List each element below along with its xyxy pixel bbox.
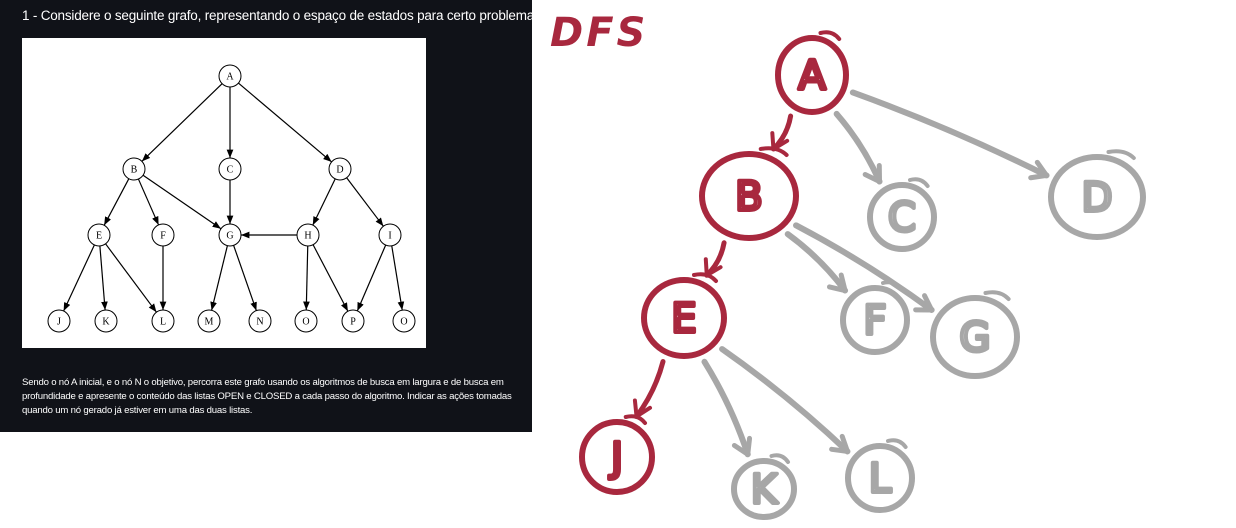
graph-edge-B-E — [103, 178, 130, 226]
graph-edge-B-F — [137, 178, 160, 226]
graph-node-D — [328, 157, 352, 181]
graph-edge-A-B — [141, 83, 223, 162]
dfs-edge-B-G — [793, 222, 935, 313]
graph-node-label-D: D — [336, 165, 343, 176]
dfs-edge-B-E — [703, 240, 727, 278]
graph-edge-E-J — [63, 244, 95, 312]
dfs-edge-E-J — [632, 359, 666, 419]
dfs-node-C: C — [867, 177, 937, 252]
graph-node-F — [151, 223, 175, 247]
graph-edge-H-P — [312, 244, 349, 312]
graph-node-label-M: M — [205, 317, 214, 328]
question-title: 1 - Considere o seguinte grafo, represen… — [22, 8, 538, 23]
dfs-sketch: DFS A B C D E F G J K L — [550, 10, 1146, 520]
dfs-edge-A-D — [849, 89, 1050, 181]
dfs-node-B: B — [699, 146, 799, 241]
dfs-edge-A-C — [833, 110, 883, 185]
graph-node-label-G: G — [226, 231, 233, 242]
dfs-node-label-K: K — [751, 467, 779, 513]
graph-node-M — [197, 309, 221, 333]
dfs-node-E: E — [641, 272, 727, 359]
dfs-node-label-G: G — [960, 315, 991, 361]
graph-edge-I-P — [356, 244, 387, 312]
graph-figure: A B C D E F G H I J K L M N O P O — [22, 38, 426, 348]
graph-edge-A-D — [238, 82, 332, 163]
graph-node-E — [87, 223, 111, 247]
graph-node-label-Q: O — [400, 317, 407, 328]
dfs-node-label-D: D — [1082, 175, 1113, 221]
graph-node-N — [248, 309, 272, 333]
dfs-node-D: D — [1048, 149, 1146, 240]
dfs-node-label-J: J — [608, 435, 623, 481]
graph-node-label-N: N — [256, 317, 263, 328]
dfs-edge-A-B — [770, 113, 794, 152]
graph-node-label-H: H — [304, 231, 311, 242]
graph-node-label-K: K — [102, 317, 110, 328]
graph-edge-D-H — [312, 178, 336, 226]
dfs-node-A: A — [775, 30, 849, 115]
dfs-node-label-C: C — [888, 195, 916, 241]
graph-node-A — [218, 64, 242, 88]
graph-node-label-P: P — [350, 317, 356, 328]
dfs-edge-E-K — [701, 358, 753, 458]
graph-node-K — [94, 309, 118, 333]
graph-node-H — [296, 223, 320, 247]
graph-node-label-O: O — [302, 317, 309, 328]
graph-node-L — [151, 309, 175, 333]
dfs-node-J: J — [579, 414, 655, 495]
graph-edge-B-G — [142, 174, 222, 230]
dfs-edge-E-L — [719, 346, 851, 455]
dfs-node-F: F — [840, 280, 910, 355]
dfs-node-label-L: L — [869, 456, 892, 502]
graph-node-G — [218, 223, 242, 247]
dfs-edge-B-F — [784, 231, 849, 294]
question-instructions: Sendo o nó A inicial, e o nó N o objetiv… — [22, 377, 512, 416]
graph-node-I — [378, 223, 402, 247]
dfs-node-label-E: E — [671, 296, 696, 342]
graph-node-B — [122, 157, 146, 181]
graph-edge-G-M — [210, 245, 228, 311]
graph-node-O — [294, 309, 318, 333]
question-panel: 1 - Considere o seguinte grafo, represen… — [0, 0, 538, 432]
graph-node-C — [218, 157, 242, 181]
graph-node-label-A: A — [226, 72, 234, 83]
graph-node-label-C: C — [227, 165, 234, 176]
graph-edge-I-Q — [391, 245, 405, 311]
graph-node-label-L: L — [160, 317, 166, 328]
dfs-node-K: K — [731, 453, 797, 520]
dfs-node-L: L — [845, 438, 915, 513]
graph-node-label-J: J — [57, 317, 61, 328]
dfs-node-label-A: A — [798, 53, 826, 99]
graph-edge-E-K — [99, 245, 108, 311]
graph-node-Q — [392, 309, 416, 333]
dfs-node-label-B: B — [735, 174, 762, 220]
state-space-graph: A B C D E F G H I J K L M N O P O — [47, 64, 416, 333]
graph-edge-G-N — [233, 245, 257, 311]
graph-edge-H-O — [303, 245, 310, 311]
graph-node-P — [341, 309, 365, 333]
graph-node-J — [47, 309, 71, 333]
graph-edge-D-I — [346, 177, 384, 227]
graph-node-label-F: F — [160, 231, 166, 242]
graph-node-label-I: I — [388, 231, 391, 242]
dfs-node-label-F: F — [863, 298, 886, 344]
dfs-title: DFS — [550, 10, 648, 56]
graph-node-label-B: B — [131, 165, 138, 176]
dfs-node-G: G — [930, 290, 1020, 379]
graph-node-label-E: E — [96, 231, 102, 242]
graph-edge-E-L — [105, 243, 157, 313]
